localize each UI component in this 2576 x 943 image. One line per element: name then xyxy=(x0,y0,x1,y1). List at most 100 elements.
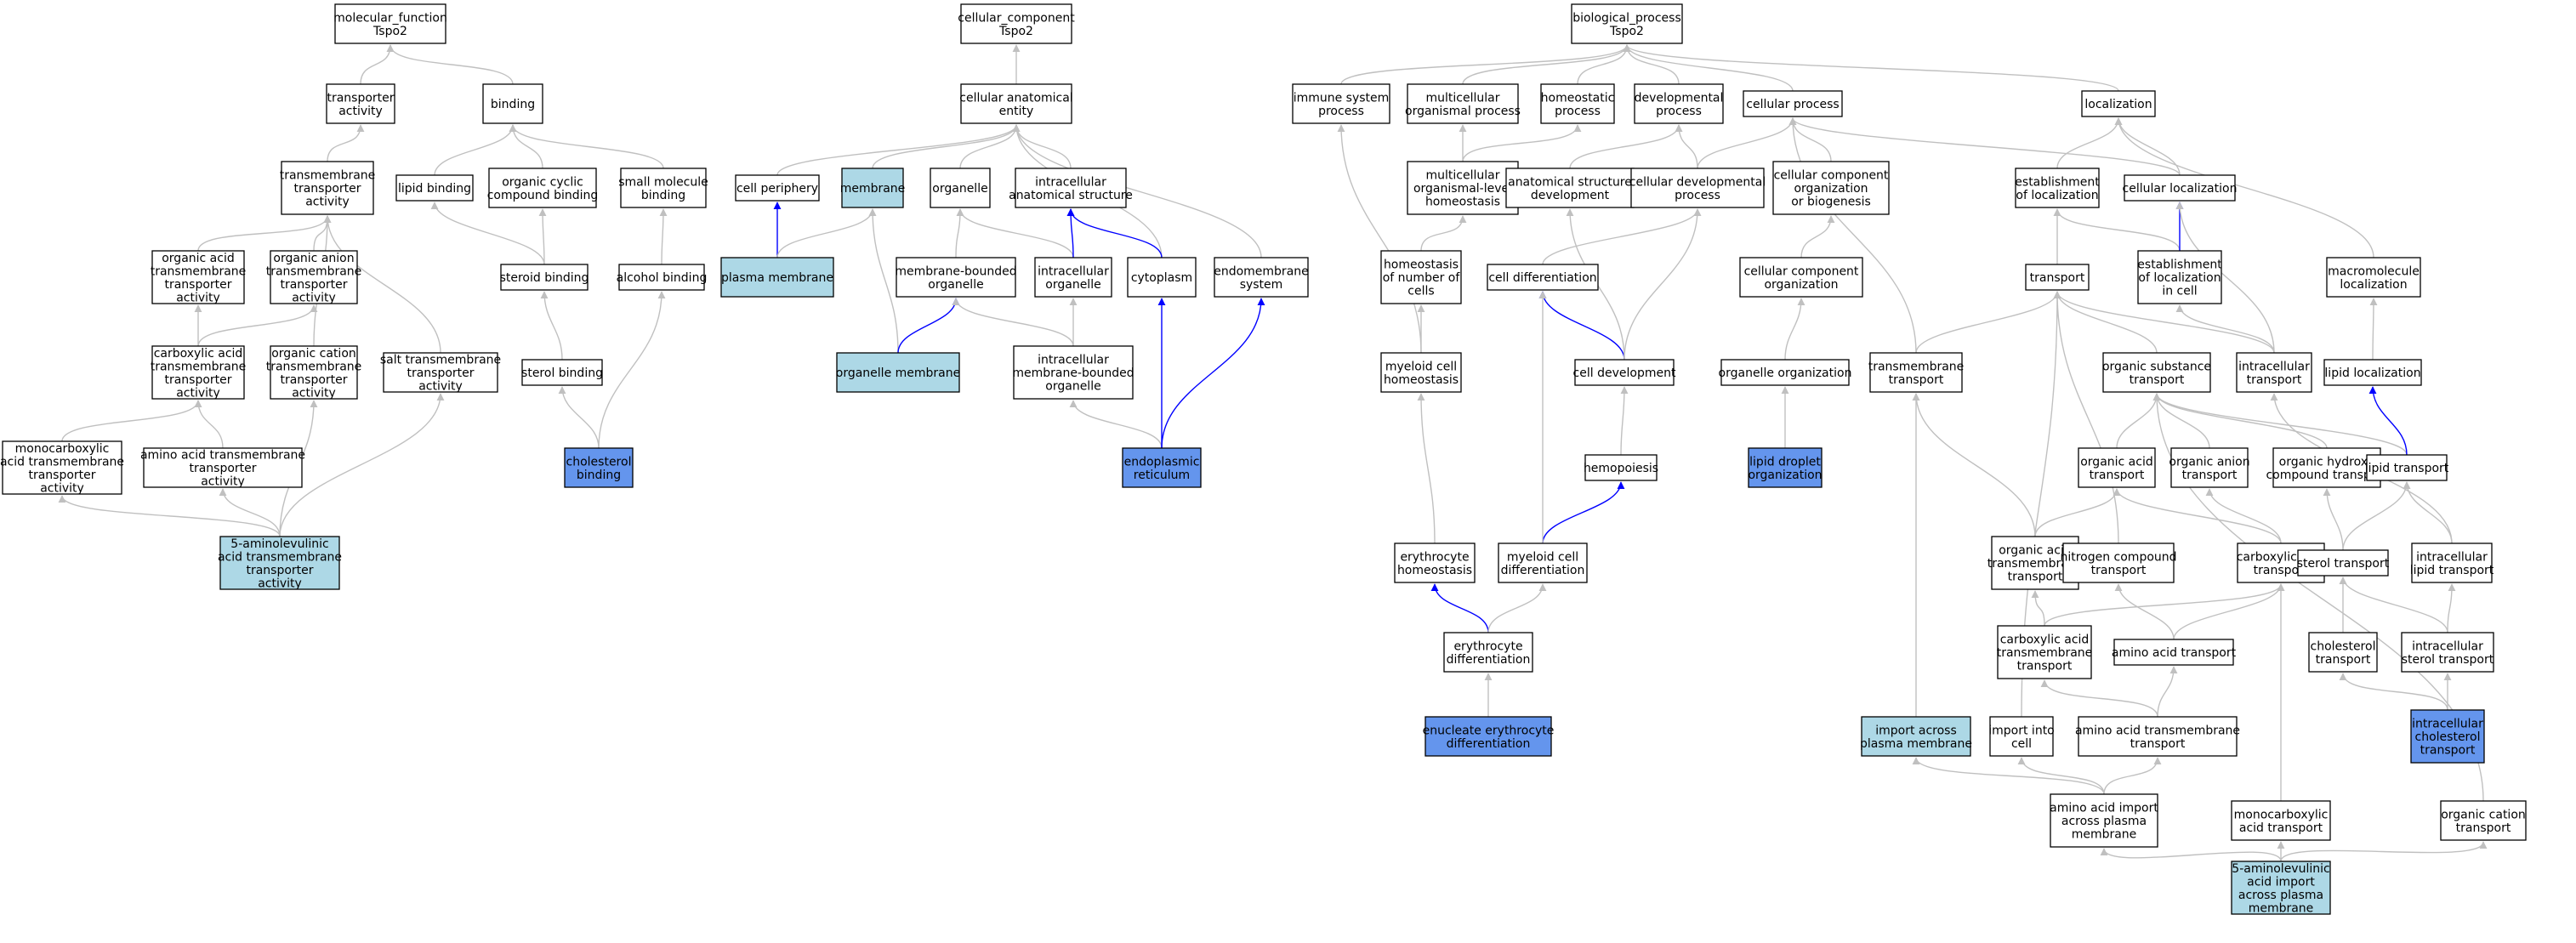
node-amino-acid-transport[interactable]: amino acid transport xyxy=(2112,639,2237,666)
node-binding[interactable]: binding xyxy=(482,83,543,124)
node-cytoplasm[interactable]: cytoplasm xyxy=(1127,257,1197,298)
node-cell-periphery[interactable]: cell periphery xyxy=(735,174,820,202)
node-label-line: plasma membrane xyxy=(1860,737,1972,751)
node-label-line: transport xyxy=(2254,564,2309,577)
node-label-line: establishment xyxy=(2015,175,2100,189)
node-lipid-transport[interactable]: lipid transport xyxy=(2365,454,2449,481)
node-carboxylic-acid-tm-transporter-activity[interactable]: carboxylic acidtransmembranetransportera… xyxy=(151,345,247,400)
edge-developmental-process-to-bp xyxy=(1623,44,1680,85)
node-cell-development[interactable]: cell development xyxy=(1573,359,1676,386)
node-box xyxy=(270,345,358,400)
node-organelle-organization[interactable]: organelle organization xyxy=(1719,359,1852,386)
edge-transmembrane-transporter-activity-to-transporter-activity xyxy=(327,124,365,162)
node-membrane[interactable]: membrane xyxy=(840,168,906,208)
node-lipid-localization[interactable]: lipid localization xyxy=(2323,359,2422,386)
node-label-line: transport xyxy=(2456,821,2511,835)
node-organelle-membrane[interactable]: organelle membrane xyxy=(836,352,960,393)
node-plasma-membrane[interactable]: plasma membrane xyxy=(720,257,834,298)
node-sterol-binding[interactable]: sterol binding xyxy=(521,359,603,386)
node-box xyxy=(2272,447,2381,488)
node-localization[interactable]: localization xyxy=(2081,90,2156,117)
node-label-line: differentiation xyxy=(1447,737,1531,751)
node-cell-differentiation[interactable]: cell differentiation xyxy=(1487,264,1599,291)
node-label-line: process xyxy=(1656,105,1702,118)
node-steroid-binding[interactable]: steroid binding xyxy=(500,264,589,291)
node-box xyxy=(488,168,597,208)
node-lipid-binding[interactable]: lipid binding xyxy=(395,174,474,202)
node-alcohol-binding[interactable]: alcohol binding xyxy=(617,264,708,291)
node-organic-cation-tm-transporter-activity[interactable]: organic cationtransmembranetransporterac… xyxy=(266,345,362,400)
node-box xyxy=(2078,447,2156,488)
node-organic-anion-tm-transporter-activity[interactable]: organic aniontransmembranetransporteract… xyxy=(266,250,362,304)
node-box xyxy=(334,3,446,44)
node-label-line: acid import xyxy=(2247,875,2315,889)
node-sterol-transport[interactable]: sterol transport xyxy=(2297,549,2390,577)
node-cellular-localization[interactable]: cellular localization xyxy=(2123,174,2238,202)
node-label-line: cell development xyxy=(1573,366,1676,380)
node-amino-acid-tm-transporter-activity[interactable]: amino acid transmembranetransporteractiv… xyxy=(140,447,305,489)
node-cellular-process[interactable]: cellular process xyxy=(1743,90,1843,117)
node-organic-acid-tm-transporter-activity[interactable]: organic acidtransmembranetransporteracti… xyxy=(151,250,247,304)
node-label-line: enucleate erythrocyte xyxy=(1423,724,1555,737)
node-organelle[interactable]: organelle xyxy=(930,168,991,208)
node-hemopoiesis[interactable]: hemopoiesis xyxy=(1584,454,1658,481)
node-transport[interactable]: transport xyxy=(2025,264,2090,291)
